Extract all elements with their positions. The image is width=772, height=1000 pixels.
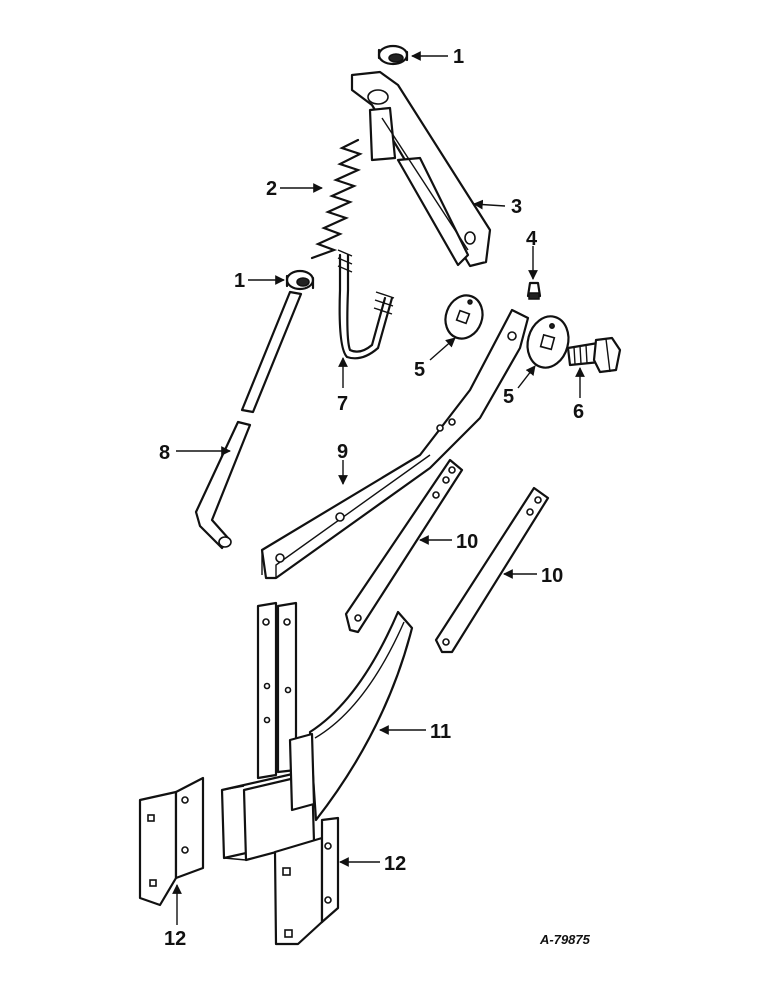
drawing-reference-code: A-79875 [539,932,591,947]
u-bolt [337,249,395,360]
callout-11: 11 [430,721,451,743]
mounting-bracket-left [138,776,205,907]
callout-5-left: 5 [414,359,425,381]
callout-6: 6 [573,401,584,423]
compression-spring [310,138,363,260]
hex-bolt [566,336,622,374]
bracket-arm [350,70,492,268]
callout-8: 8 [159,442,170,464]
callout-5-right: 5 [503,386,514,408]
adjustment-plate-right [526,315,570,369]
leader-arrows [172,51,585,925]
callout-9: 9 [337,441,348,463]
link-bar-left [344,458,464,634]
callout-1-bottom: 1 [234,270,245,292]
callout-10-left: 10 [456,531,478,553]
callout-12-left: 12 [164,928,186,950]
main-beam [260,308,530,580]
callout-3: 3 [511,196,522,218]
callout-4: 4 [526,228,538,250]
callout-7: 7 [337,393,348,415]
callout-10-right: 10 [541,565,563,587]
shank-assembly [220,601,414,862]
mounting-bracket-right [273,816,340,946]
callout-2: 2 [266,178,277,200]
washer-bottom [285,269,315,291]
adjustment-plate-left [444,294,484,340]
callout-1-top: 1 [453,46,464,68]
push-rod [194,290,303,550]
link-bar-right [434,486,550,654]
callout-12-right: 12 [384,853,406,875]
grease-fitting [526,281,542,300]
washer-top [377,44,409,66]
